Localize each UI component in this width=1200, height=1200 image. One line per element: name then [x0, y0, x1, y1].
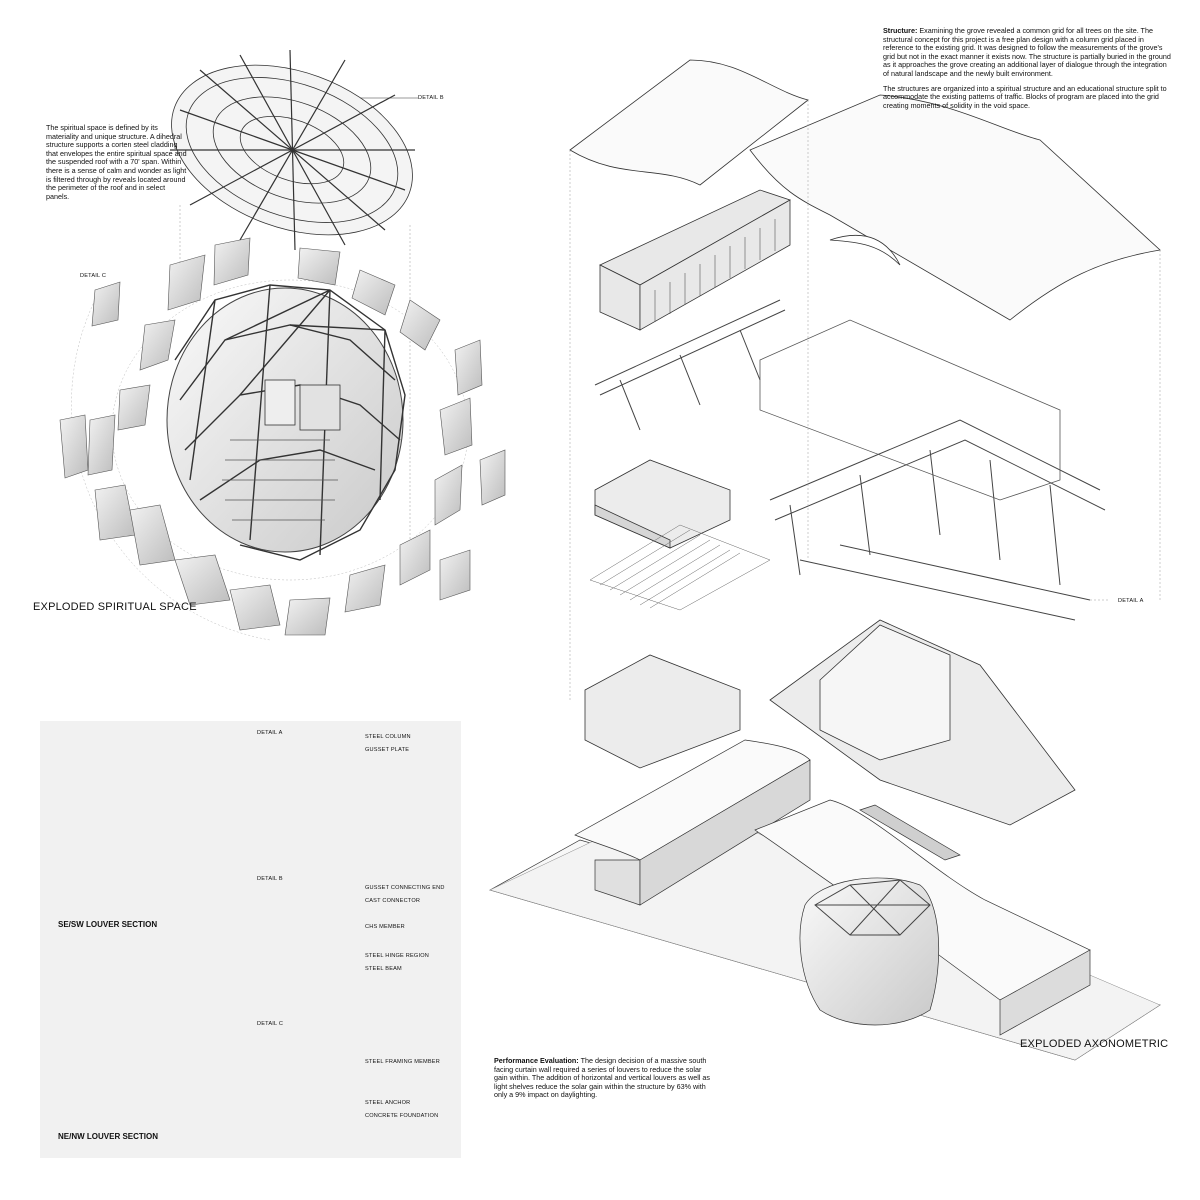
detail-b-label-5: STEEL BEAM — [365, 966, 402, 972]
axonometric-drawing — [569, 59, 1161, 826]
detail-c-callout: DETAIL C — [80, 273, 107, 279]
axonometric-title: EXPLODED AXONOMETRIC — [1020, 1038, 1169, 1050]
spiritual-sphere-drawing — [71, 279, 469, 641]
performance-heading: Performance Evaluation: — [494, 1056, 579, 1065]
detail-c-label-1: STEEL FRAMING MEMBER — [365, 1059, 440, 1065]
structure-text: Structure: Examining the grove revealed … — [883, 26, 1173, 110]
structure-body: Examining the grove revealed a common gr… — [883, 26, 1171, 78]
detail-a-label-1: STEEL COLUMN — [365, 734, 411, 740]
exploded-panels — [59, 237, 506, 636]
detail-c-title: DETAIL C — [257, 1021, 284, 1027]
detail-b-title: DETAIL B — [257, 876, 283, 882]
detail-b-label-3: CHS MEMBER — [365, 924, 405, 930]
detail-panel — [40, 721, 461, 1158]
detail-a-title: DETAIL A — [257, 730, 283, 736]
structure-body-2: The structures are organized into a spir… — [883, 83, 1167, 110]
site-drawing — [489, 739, 1161, 1061]
detail-a-label-2: GUSSET PLATE — [365, 747, 410, 753]
detail-b-callout: DETAIL B — [418, 95, 444, 101]
spiritual-roof-drawing — [170, 49, 418, 251]
detail-c-label-3: CONCRETE FOUNDATION — [365, 1113, 439, 1119]
structure-heading: Structure: — [883, 26, 918, 35]
performance-body: The design decision of a massive south f… — [494, 1056, 711, 1100]
detail-c-label-2: STEEL ANCHOR — [365, 1100, 411, 1106]
detail-b-label-4: STEEL HINGE REGION — [365, 953, 430, 959]
detail-b-label-2: CAST CONNECTOR — [365, 898, 421, 904]
detail-a-callout: DETAIL A — [1118, 598, 1144, 604]
se-sw-louver-title: SE/SW LOUVER SECTION — [58, 920, 158, 929]
spiritual-title: EXPLODED SPIRITUAL SPACE — [33, 601, 197, 613]
spiritual-description: The spiritual space is defined by its ma… — [46, 123, 187, 201]
ne-nw-louver-title: NE/NW LOUVER SECTION — [58, 1132, 159, 1141]
performance-text: Performance Evaluation: The design decis… — [494, 1056, 712, 1100]
detail-b-label-1: GUSSET CONNECTING END — [365, 885, 445, 891]
